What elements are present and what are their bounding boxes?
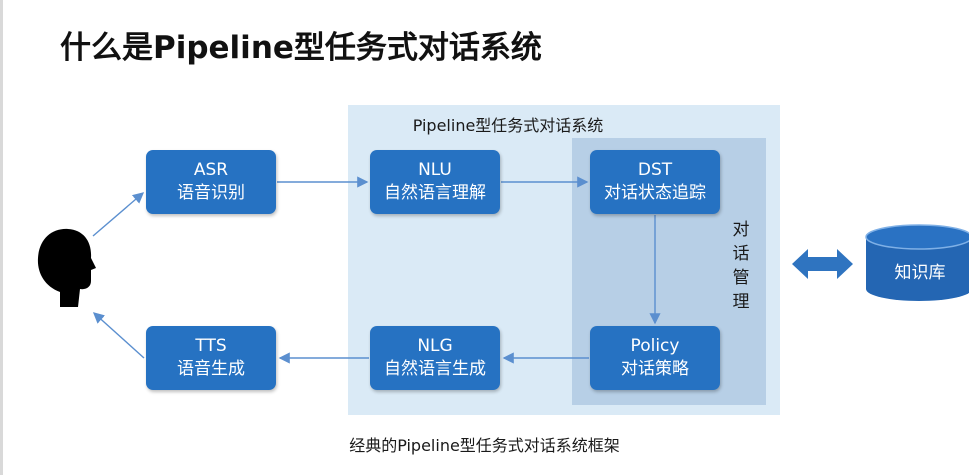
dst-desc: 对话状态追踪	[604, 183, 706, 203]
user-head-icon	[37, 228, 96, 307]
page-title: 什么是Pipeline型任务式对话系统	[60, 30, 542, 66]
dialog-management-label: 对 话 管 理	[732, 220, 750, 312]
nlg-name: NLG	[417, 336, 453, 356]
policy-module: Policy 对话策略	[590, 326, 720, 390]
tts-name: TTS	[195, 336, 227, 356]
nlu-name: NLU	[418, 160, 452, 180]
left-border	[0, 0, 3, 475]
arrow-tts-to-user	[92, 312, 145, 359]
dst-name: DST	[637, 160, 673, 180]
nlu-module: NLU 自然语言理解	[370, 150, 500, 214]
knowledge-base-label: 知识库	[894, 263, 946, 283]
asr-module: ASR 语音识别	[146, 150, 276, 214]
nlg-module: NLG 自然语言生成	[370, 326, 500, 390]
asr-desc: 语音识别	[177, 183, 245, 203]
figure-caption: 经典的Pipeline型任务式对话系统框架	[349, 436, 620, 455]
tts-desc: 语音生成	[177, 359, 245, 379]
arrow-user-to-asr	[92, 192, 145, 237]
asr-name: ASR	[193, 160, 229, 180]
pipeline-panel-label: Pipeline型任务式对话系统	[412, 116, 604, 135]
tts-module: TTS 语音生成	[146, 326, 276, 390]
policy-desc: 对话策略	[621, 359, 689, 379]
nlu-desc: 自然语言理解	[384, 183, 486, 203]
nlg-desc: 自然语言生成	[384, 359, 486, 379]
double-arrow-icon	[792, 249, 853, 279]
database-cylinder-icon	[865, 224, 969, 301]
dst-module: DST 对话状态追踪	[590, 150, 720, 214]
policy-name: Policy	[630, 336, 680, 356]
